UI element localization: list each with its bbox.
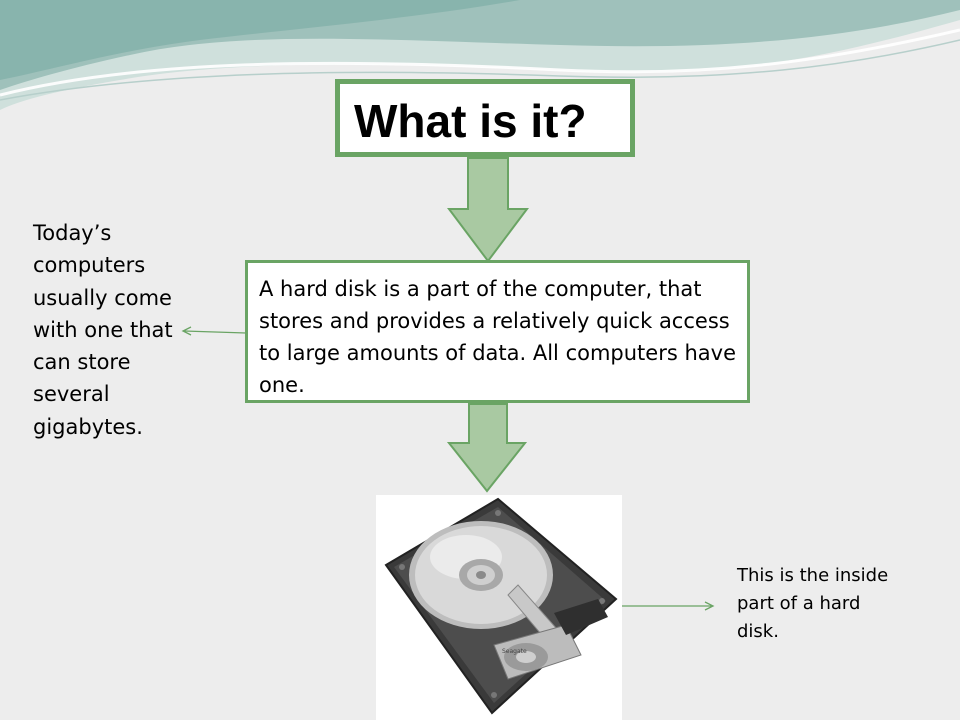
down-arrow-icon <box>447 157 529 263</box>
image-caption-text: This is the inside part of a hard disk. <box>737 565 889 642</box>
title-box: What is it? <box>335 79 635 157</box>
down-arrow-icon <box>446 403 528 493</box>
right-connector-arrow-icon <box>622 601 715 611</box>
left-connector-arrow-icon <box>181 326 247 336</box>
definition-box: A hard disk is a part of the computer, t… <box>245 260 750 403</box>
hard-disk-image: Seagate <box>384 497 618 715</box>
definition-text: A hard disk is a part of the computer, t… <box>259 277 736 397</box>
disk-brand-label: Seagate <box>502 648 527 655</box>
side-note-text: Today’s computers usually come with one … <box>33 221 173 439</box>
header-wave-decoration <box>0 0 960 110</box>
slide-title: What is it? <box>354 95 587 147</box>
